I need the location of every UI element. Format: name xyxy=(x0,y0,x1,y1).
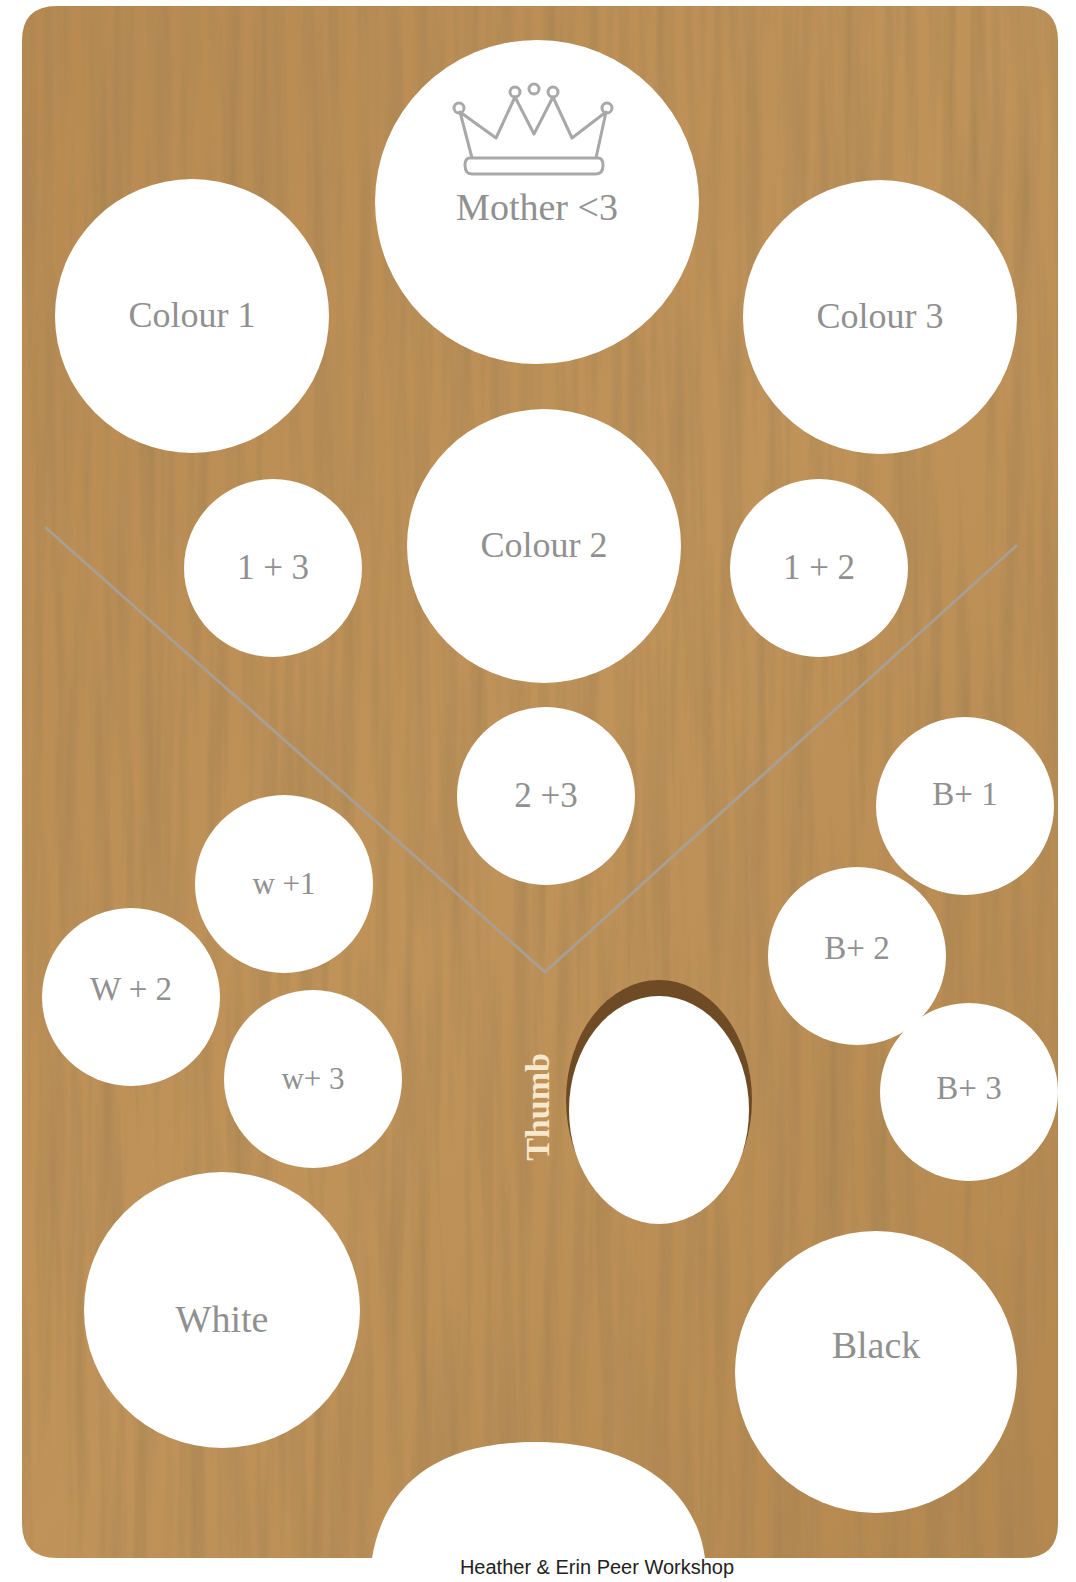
paint-well: 2 +3 xyxy=(457,707,635,885)
paint-well: B+ 3 xyxy=(880,1003,1058,1181)
crown-jewel xyxy=(529,84,539,94)
paint-well: Colour 2 xyxy=(407,409,681,683)
well-label: B+ 3 xyxy=(936,1070,1001,1106)
crown-icon xyxy=(454,84,612,174)
well-label: 1 + 2 xyxy=(783,549,855,588)
well-label: Colour 3 xyxy=(816,297,943,337)
crown-jewel xyxy=(602,103,612,113)
paint-well: Mother <3 xyxy=(375,40,699,364)
paint-well: Colour 1 xyxy=(55,179,329,453)
crown-band xyxy=(465,158,603,174)
well-label: B+ 2 xyxy=(824,930,889,966)
paint-well: B+ 1 xyxy=(876,717,1054,895)
thumb-label: Thumb xyxy=(521,1053,555,1161)
crown-outline xyxy=(460,97,606,158)
paint-well: 1 + 2 xyxy=(730,479,908,657)
crown-jewel xyxy=(548,87,558,97)
caption: Heather & Erin Peer Workshop xyxy=(460,1557,734,1577)
well-label: w+ 3 xyxy=(281,1062,344,1096)
well-label: Colour 2 xyxy=(480,526,607,566)
paint-well: w +1 xyxy=(195,795,373,973)
paint-well: Colour 3 xyxy=(743,180,1017,454)
well-label: Colour 1 xyxy=(128,296,255,336)
paint-well: Black xyxy=(735,1231,1017,1513)
well-label: Black xyxy=(832,1325,921,1367)
paint-well: w+ 3 xyxy=(224,990,402,1168)
well-label: 2 +3 xyxy=(514,777,578,816)
well-label: Mother <3 xyxy=(456,187,618,229)
paint-well: White xyxy=(84,1172,360,1448)
thumb-hole xyxy=(569,996,749,1224)
crown-jewel xyxy=(454,103,464,113)
paint-well: 1 + 3 xyxy=(184,479,362,657)
paint-well: W + 2 xyxy=(42,908,220,1086)
well-label: B+ 1 xyxy=(932,776,997,812)
well-label: White xyxy=(176,1299,269,1341)
well-label: 1 + 3 xyxy=(237,549,309,588)
well-label: W + 2 xyxy=(90,971,172,1007)
crown-jewel xyxy=(510,87,520,97)
well-label: w +1 xyxy=(252,867,315,901)
